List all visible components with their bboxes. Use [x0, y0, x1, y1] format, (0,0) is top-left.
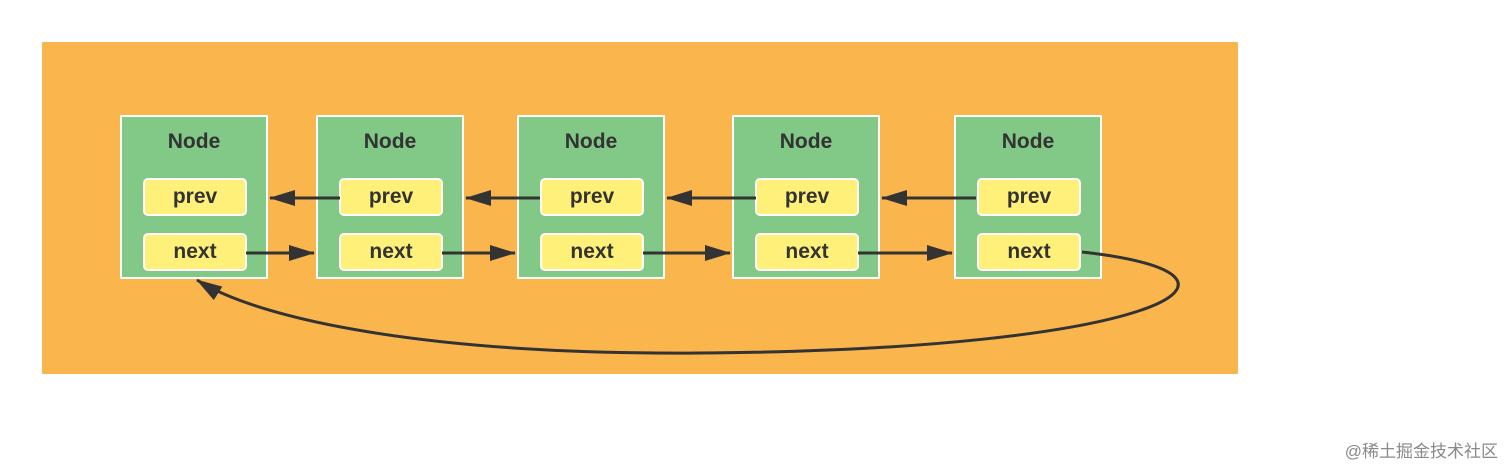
- prev-field: prev: [339, 178, 443, 216]
- node-5: Node prev next: [954, 115, 1102, 279]
- next-field: next: [540, 233, 644, 271]
- prev-field: prev: [540, 178, 644, 216]
- node-4: Node prev next: [732, 115, 880, 279]
- node-title: Node: [363, 130, 417, 153]
- node-title: Node: [779, 130, 833, 153]
- node-title: Node: [167, 130, 221, 153]
- node-title: Node: [564, 130, 618, 153]
- prev-field: prev: [143, 178, 247, 216]
- next-field: next: [339, 233, 443, 271]
- prev-field: prev: [977, 178, 1081, 216]
- circular-link-arrow: [196, 250, 1180, 355]
- prev-field: prev: [755, 178, 859, 216]
- next-field: next: [977, 233, 1081, 271]
- node-3: Node prev next: [517, 115, 665, 279]
- watermark-text: @稀土掘金技术社区: [1344, 442, 1498, 461]
- node-1: Node prev next: [120, 115, 268, 279]
- node-title: Node: [1001, 130, 1055, 153]
- node-2: Node prev next: [316, 115, 464, 279]
- next-field: next: [143, 233, 247, 271]
